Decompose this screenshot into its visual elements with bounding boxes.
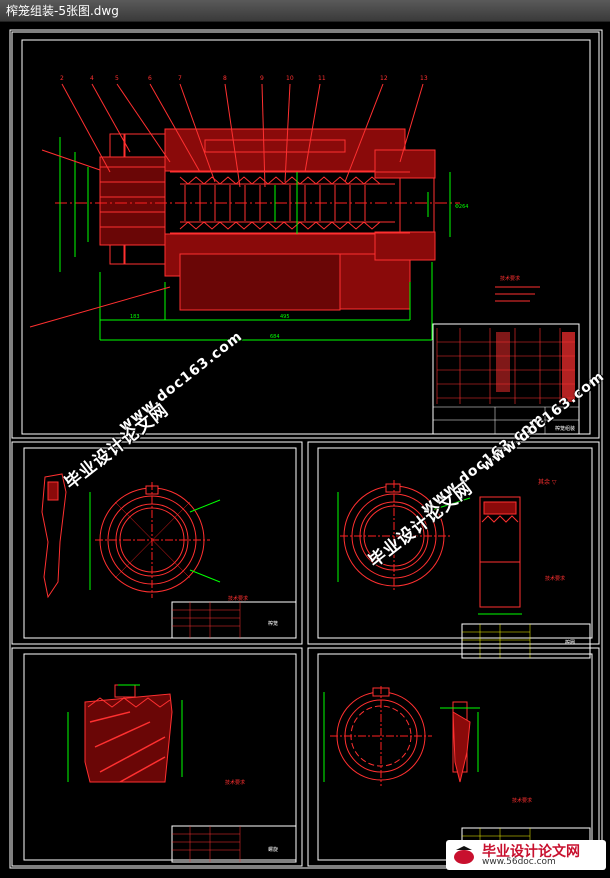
window-title: 榨笼组装-5张图.dwg — [6, 4, 119, 18]
logo-icon — [454, 846, 474, 864]
sheet-assembly-inner-frame — [21, 39, 591, 435]
svg-text:2: 2 — [60, 75, 64, 82]
svg-text:12: 12 — [380, 75, 388, 82]
assembly-tech-note-lines — [495, 286, 540, 302]
svg-text:10: 10 — [286, 75, 294, 82]
dim-dia: Φ264 — [455, 204, 468, 210]
assembly-sheet-title: 榨笼组装 — [555, 425, 575, 432]
sheet-part-4[interactable]: 技术要求 螺旋 — [11, 647, 303, 867]
site-logo: 毕业设计论文网 www.56doc.com — [446, 840, 606, 870]
sheet-assembly-frame — [11, 31, 600, 439]
part3-tech-note: 技术要求 — [545, 575, 565, 582]
svg-text:6: 6 — [148, 75, 152, 82]
part4-sheet-title: 螺旋 — [268, 846, 278, 853]
cad-drawing[interactable]: 684 495 183 Φ264 2 4 5 6 7 8 9 — [0, 22, 610, 874]
dim-overall: 684 — [270, 334, 280, 340]
sheet-assembly[interactable]: 684 495 183 Φ264 2 4 5 6 7 8 9 — [11, 31, 600, 439]
svg-text:13: 13 — [420, 75, 428, 82]
svg-text:7: 7 — [178, 75, 182, 82]
sheet-part-2[interactable]: 技术要求 榨笼 — [11, 441, 303, 645]
assembly-tech-note-title: 技术要求 — [500, 275, 520, 282]
logo-name: 毕业设计论文网 — [482, 844, 580, 860]
part4-tech-note: 技术要求 — [225, 779, 245, 786]
sheet-outer-border — [9, 29, 603, 869]
part3-sheet-title: 榨圈 — [565, 639, 575, 646]
sheet-part-3[interactable]: 其余 ▽ 技术要求 榨圈 — [307, 441, 600, 659]
svg-text:11: 11 — [318, 75, 326, 82]
assembly-balloons: 2 4 5 6 7 8 9 10 11 12 13 — [60, 75, 428, 82]
svg-text:9: 9 — [260, 75, 264, 82]
part2-tech-note: 技术要求 — [228, 595, 248, 602]
svg-text:5: 5 — [115, 75, 119, 82]
logo-url: www.56doc.com — [482, 857, 556, 867]
part2-sheet-title: 榨笼 — [268, 620, 278, 627]
assembly-body — [99, 128, 436, 311]
sheet-part-5[interactable]: 技术要求 榨圈 — [307, 647, 600, 867]
svg-text:4: 4 — [90, 75, 94, 82]
drawing-canvas[interactable]: 684 495 183 Φ264 2 4 5 6 7 8 9 — [0, 22, 610, 874]
part5-tech-note: 技术要求 — [512, 797, 532, 804]
svg-text:8: 8 — [223, 75, 227, 82]
assembly-title-block[interactable]: 榨笼组装 — [432, 323, 580, 435]
dim-left: 183 — [130, 314, 140, 320]
dim-front: 495 — [280, 314, 290, 320]
window-title-bar: 榨笼组装-5张图.dwg — [0, 0, 610, 22]
assembly-leaders — [29, 83, 424, 328]
part3-roughness-label: 其余 ▽ — [538, 478, 557, 486]
